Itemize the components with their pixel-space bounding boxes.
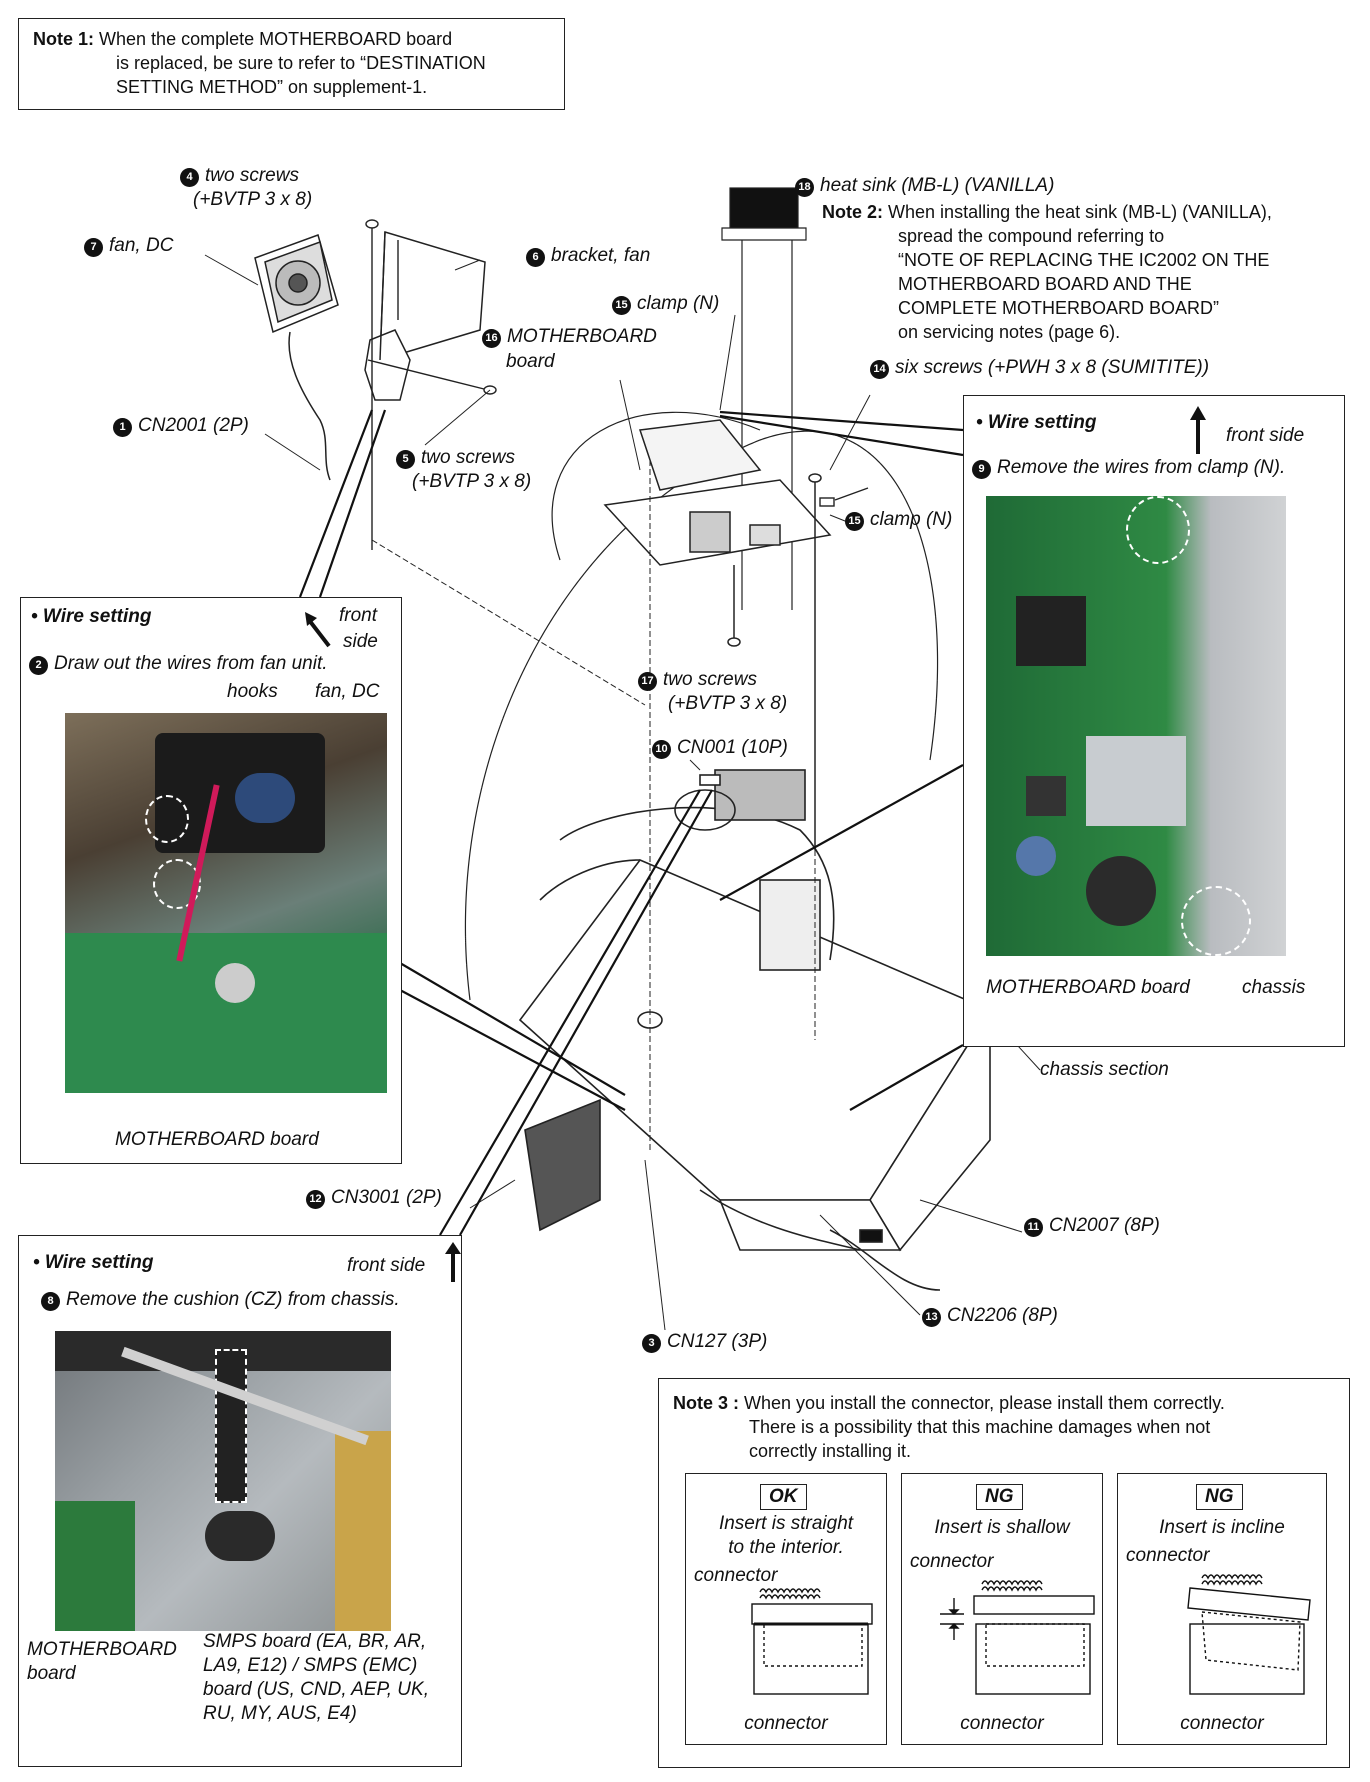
side-label: side bbox=[343, 631, 378, 652]
card-ok-bottom: connector bbox=[744, 1713, 828, 1734]
note-1-line-2: is replaced, be sure to refer to “DESTIN… bbox=[116, 53, 486, 73]
note-3-line-3: correctly installing it. bbox=[749, 1441, 912, 1461]
front-side-label-right: front side bbox=[1226, 425, 1305, 446]
note-3-box: Note 3 : When you install the connector,… bbox=[658, 1378, 1350, 1768]
connector-ng-shallow-drawing bbox=[940, 1580, 1095, 1695]
note-1-line-3: SETTING METHOD” on supplement-1. bbox=[116, 77, 428, 97]
callout-chassis-section: chassis section bbox=[1040, 1059, 1169, 1080]
fan-wire-photo bbox=[65, 713, 387, 1093]
card-ng1-desc-1: Insert is shallow bbox=[934, 1517, 1070, 1538]
card-tag-ng-2: NG bbox=[1196, 1484, 1243, 1510]
callout-17-spec: (+BVTP 3 x 8) bbox=[668, 693, 788, 714]
motherboard-label-right: MOTHERBOARD board bbox=[986, 977, 1190, 998]
front-label: front bbox=[339, 605, 378, 626]
note-3-line-1: When you install the connector, please i… bbox=[744, 1393, 1225, 1413]
card-tag-ng-1: NG bbox=[976, 1484, 1023, 1510]
note-3-label: Note 3 : bbox=[673, 1393, 740, 1413]
note-2-line-4: MOTHERBOARD BOARD AND THE bbox=[898, 274, 1192, 294]
fan-dc-label: fan, DC bbox=[315, 681, 380, 702]
cushion-photo bbox=[55, 1331, 391, 1631]
connector-ok-drawing bbox=[751, 1588, 873, 1695]
smps-line-4: RU, MY, AUS, E4) bbox=[203, 1703, 357, 1724]
callout-5-spec: (+BVTP 3 x 8) bbox=[412, 471, 532, 492]
card-ng1-bottom: connector bbox=[960, 1713, 1044, 1734]
card-ok-top: connector bbox=[694, 1565, 778, 1586]
connector-card-ng-shallow: NG Insert is shallow connector connector bbox=[901, 1473, 1103, 1745]
note-2-line-2: spread the compound referring to bbox=[898, 226, 1165, 246]
card-ng1-top: connector bbox=[910, 1551, 994, 1572]
connector-card-ng-incline: NG Insert is incline connector connector bbox=[1117, 1473, 1327, 1745]
chassis-label-right: chassis bbox=[1242, 977, 1306, 998]
card-ng2-bottom: connector bbox=[1180, 1713, 1264, 1734]
hooks-label: hooks bbox=[227, 681, 278, 702]
smps-line-3: board (US, CND, AEP, UK, bbox=[203, 1679, 429, 1700]
card-ng2-desc-1: Insert is incline bbox=[1159, 1517, 1285, 1538]
motherboard-part bbox=[603, 419, 832, 850]
bracket-part bbox=[364, 231, 486, 401]
motherboard-label-bottom-1: MOTHERBOARD bbox=[27, 1639, 177, 1660]
note-1-line-1: When the complete MOTHERBOARD board bbox=[99, 29, 453, 49]
note-3-line-2: There is a possibility that this machine… bbox=[749, 1417, 1211, 1437]
connector-card-ok: OK Insert is straight to the interior. c… bbox=[685, 1473, 887, 1745]
front-side-label-bottom: front side bbox=[347, 1255, 426, 1276]
chassis-part bbox=[518, 769, 992, 1291]
up-arrow-icon bbox=[1188, 406, 1208, 461]
note-2-line-6: on servicing notes (page 6). bbox=[898, 322, 1121, 342]
card-tag-ok: OK bbox=[760, 1484, 807, 1510]
motherboard-label-bottom-2: board bbox=[27, 1663, 76, 1684]
fan-part bbox=[254, 234, 339, 481]
callout-4-spec: (+BVTP 3 x 8) bbox=[193, 189, 313, 210]
note-2: Note 2: When installing the heat sink (M… bbox=[822, 200, 1367, 344]
up-arrow-icon-bottom bbox=[445, 1242, 461, 1287]
note-1-label: Note 1: bbox=[33, 29, 95, 49]
connector-ng-incline-drawing bbox=[1187, 1574, 1311, 1695]
note-1-box: Note 1: When the complete MOTHERBOARD bo… bbox=[18, 18, 565, 110]
clamp-wire-photo bbox=[986, 496, 1286, 956]
note-2-line-5: COMPLETE MOTHERBOARD BOARD” bbox=[898, 298, 1220, 318]
note-2-label: Note 2: bbox=[822, 202, 884, 222]
wire-setting-title-bottom: • Wire setting bbox=[33, 1252, 154, 1273]
wire-setting-title-right: • Wire setting bbox=[976, 412, 1097, 433]
callout-16-line2: board bbox=[506, 351, 555, 372]
card-ok-desc-2: to the interior. bbox=[728, 1537, 844, 1558]
card-ok-desc-1: Insert is straight bbox=[718, 1513, 854, 1534]
wire-setting-title: • Wire setting bbox=[31, 606, 152, 627]
front-arrow-icon bbox=[303, 610, 333, 655]
smps-line-2: LA9, E12) / SMPS (EMC) bbox=[203, 1655, 418, 1676]
note-2-line-3: “NOTE OF REPLACING THE IC2002 ON THE bbox=[898, 250, 1270, 270]
card-ng2-top: connector bbox=[1126, 1545, 1210, 1566]
note-2-line-1: When installing the heat sink (MB-L) (VA… bbox=[888, 202, 1272, 222]
motherboard-label-left: MOTHERBOARD board bbox=[115, 1129, 319, 1150]
smps-line-1: SMPS board (EA, BR, AR, bbox=[203, 1631, 427, 1652]
